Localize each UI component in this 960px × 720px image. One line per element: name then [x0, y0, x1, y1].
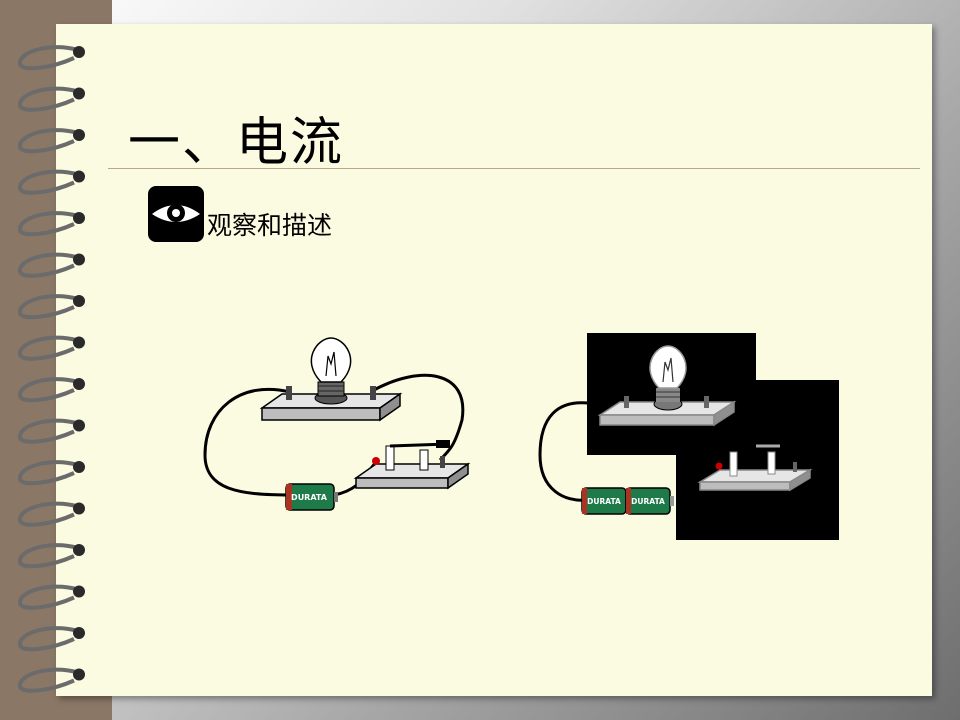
spiral-ring: [18, 45, 85, 71]
left-lightbulb: [310, 337, 352, 405]
spiral-ring: [18, 169, 85, 195]
bullet-observe-describe: 观察和描述: [207, 211, 333, 240]
right-switch: [697, 444, 813, 492]
spiral-ring: [18, 501, 85, 527]
spiral-ring: [18, 211, 85, 237]
spiral-ring: [18, 626, 85, 652]
spiral-ring: [18, 377, 85, 403]
spiral-ring: [18, 543, 85, 569]
spiral-binding: [18, 45, 85, 693]
left-switch: [353, 440, 471, 490]
left-battery-label: DURATA: [291, 493, 328, 502]
spiral-ring: [18, 418, 85, 444]
spiral-ring: [18, 294, 85, 320]
left-circuit: DURATA: [203, 337, 471, 511]
spiral-ring: [18, 667, 85, 693]
spiral-ring: [18, 584, 85, 610]
eye-icon: [148, 186, 204, 242]
left-wire-left: [203, 387, 291, 497]
title-divider: [108, 168, 920, 169]
spiral-ring: [18, 86, 85, 112]
right-lightbulb: [649, 345, 687, 411]
spiral-ring: [18, 252, 85, 278]
spiral-ring: [18, 335, 85, 361]
right-battery-2-label: DURATA: [631, 497, 665, 506]
left-battery: DURATA: [285, 483, 338, 511]
right-bulb-board: [597, 396, 737, 427]
right-battery-2: DURATA: [625, 487, 674, 515]
spiral-ring: [18, 128, 85, 154]
left-wire-right: [373, 373, 465, 462]
right-circuit: DURATA DURATA: [538, 333, 839, 540]
right-battery-1: DURATA: [581, 487, 627, 515]
spiral-ring: [18, 460, 85, 486]
slide-title: 一、电流: [128, 113, 345, 173]
notebook-page: [56, 24, 932, 696]
right-battery-1-label: DURATA: [587, 497, 621, 506]
right-wire-left: [538, 401, 601, 502]
